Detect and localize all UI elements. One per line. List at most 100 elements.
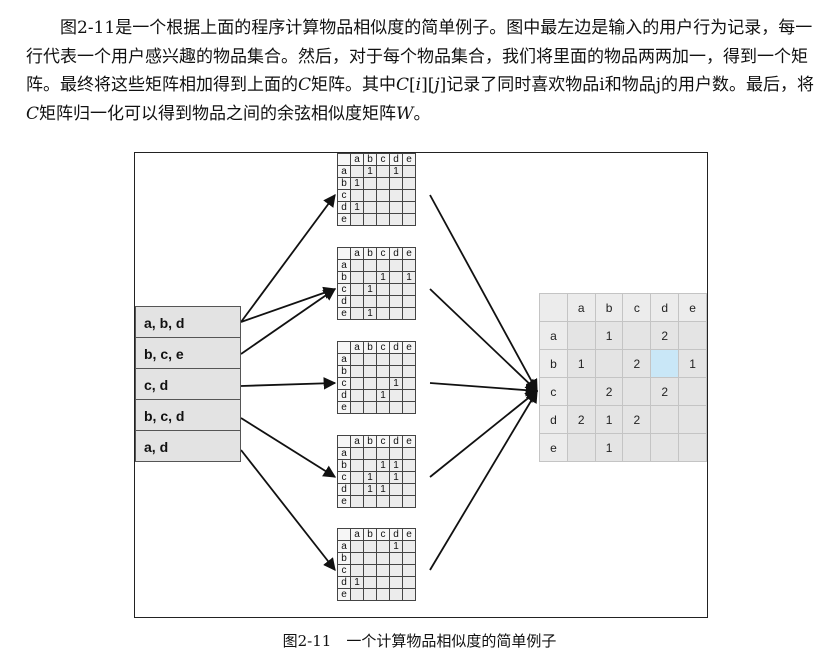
matrix-cell (402, 259, 416, 272)
column-header: e (678, 293, 707, 322)
flow-arrow (429, 288, 538, 392)
matrix-cell (363, 189, 377, 202)
row-header: d (337, 295, 351, 308)
matrix-cell (350, 365, 364, 378)
matrix-cell (389, 307, 403, 320)
column-header: c (376, 528, 390, 541)
matrix-cell (350, 552, 364, 565)
row-header: e (337, 495, 351, 508)
corner-cell (337, 435, 351, 448)
matrix-cell (389, 271, 403, 284)
matrix-cell (402, 564, 416, 577)
matrix-cell (389, 353, 403, 366)
matrix-cell (678, 405, 707, 434)
matrix-c-symbol: C (298, 75, 312, 95)
row-header: d (539, 405, 568, 434)
matrix-cell (363, 540, 377, 553)
matrix-cell (363, 365, 377, 378)
matrix-cell (350, 259, 364, 272)
matrix-cell (376, 495, 390, 508)
flow-arrow (240, 286, 337, 323)
matrix-cell: 1 (376, 459, 390, 472)
matrix-cell: 1 (389, 165, 403, 178)
matrix-cell (389, 576, 403, 589)
matrix-cell (402, 588, 416, 601)
matrix-cell (389, 564, 403, 577)
column-header: a (350, 341, 364, 354)
matrix-cell (566, 377, 596, 406)
matrix-cell (350, 377, 364, 390)
matrix-cell (402, 201, 416, 214)
matrix-cell (363, 201, 377, 214)
column-header: e (402, 247, 416, 260)
matrix-cell (350, 307, 364, 320)
row-header: a (337, 540, 351, 553)
matrix-cell (363, 576, 377, 589)
user-set-row: b, c, d (135, 399, 241, 431)
text-run: ]记录了同时喜欢物品i和物品j的用户数。最后，将 (439, 75, 814, 95)
matrix-cell (376, 295, 390, 308)
matrix-cell (402, 283, 416, 296)
matrix-cell (389, 495, 403, 508)
matrix-cell (376, 365, 390, 378)
row-header: b (337, 365, 351, 378)
matrix-cell (678, 433, 707, 462)
text-run: ][ (421, 75, 435, 95)
matrix-cell (376, 564, 390, 577)
matrix-cell (363, 177, 377, 190)
matrix-cell: 1 (389, 540, 403, 553)
column-header: d (650, 293, 680, 322)
matrix-cell (363, 259, 377, 272)
matrix-cell (376, 377, 390, 390)
matrix-cell (402, 295, 416, 308)
matrix-cell: 1 (376, 483, 390, 496)
column-header: a (566, 293, 596, 322)
matrix-cell (363, 401, 377, 414)
row-header: a (337, 447, 351, 460)
matrix-cell (376, 447, 390, 460)
matrix-cell: 1 (566, 349, 596, 378)
user-set-row: c, d (135, 368, 241, 400)
text-run: 图2-11是一个根据上面的程序计算物品相似度的简单例子。图中最左边是输入的用户行… (26, 18, 813, 95)
matrix-cell (402, 377, 416, 390)
text-run: 矩阵归一化可以得到物品之间的余弦相似度矩阵 (39, 103, 397, 124)
matrix-cell (363, 459, 377, 472)
body-paragraph: 图2-11是一个根据上面的程序计算物品相似度的简单例子。图中最左边是输入的用户行… (26, 14, 821, 128)
matrix-cell (363, 389, 377, 402)
matrix-c-symbol: C (26, 103, 40, 124)
row-header: e (337, 401, 351, 414)
row-header: c (337, 471, 351, 484)
column-header: c (376, 153, 390, 166)
matrix-cell: 1 (594, 405, 624, 434)
matrix-cell: 1 (594, 321, 624, 350)
text-run: [ (409, 75, 416, 95)
matrix-cell (402, 471, 416, 484)
column-header: e (402, 341, 416, 354)
column-header: c (376, 435, 390, 448)
matrix-cell (376, 576, 390, 589)
row-header: c (337, 377, 351, 390)
matrix-cell (363, 353, 377, 366)
user-set-row: b, c, e (135, 337, 241, 369)
matrix-cell (402, 552, 416, 565)
flow-arrow (429, 382, 539, 397)
matrix-cell (389, 483, 403, 496)
matrix-cell (402, 165, 416, 178)
row-header: d (337, 201, 351, 214)
column-header: a (350, 247, 364, 260)
matrix-cell (350, 271, 364, 284)
column-header: c (376, 247, 390, 260)
matrix-cell (376, 307, 390, 320)
corner-cell (337, 153, 351, 166)
matrix-cell (376, 353, 390, 366)
matrix-cell (363, 295, 377, 308)
column-header: e (402, 528, 416, 541)
matrix-cell (376, 165, 390, 178)
row-header: b (539, 349, 568, 378)
matrix-cell (350, 495, 364, 508)
column-header: b (363, 341, 377, 354)
row-header: a (337, 259, 351, 272)
column-header: a (350, 435, 364, 448)
